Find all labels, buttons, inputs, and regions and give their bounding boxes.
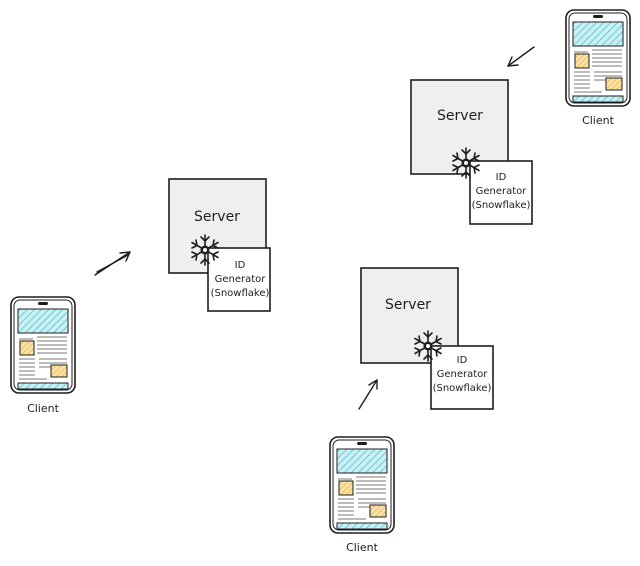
- id-generator-box: [207, 247, 271, 312]
- client-2: Client: [565, 9, 631, 127]
- phone-icon: [10, 296, 76, 394]
- id-generator-label-line1: ID: [457, 355, 468, 366]
- client-1: Client: [10, 296, 76, 415]
- id-generator-label-line3: (Snowflake): [472, 200, 531, 211]
- server-group-3: Server ID Generator (Snowflake): [360, 267, 494, 410]
- client-label: Client: [582, 114, 615, 127]
- id-generator-label-line3: (Snowflake): [433, 383, 492, 394]
- id-generator-box: [430, 345, 494, 410]
- server-label: Server: [385, 297, 431, 313]
- client-3: Client: [329, 436, 395, 554]
- server-group-1: Server ID Generator (Snowflake): [168, 178, 271, 312]
- server-box: [410, 79, 509, 175]
- id-generator-label-line2: Generator: [476, 186, 528, 197]
- id-generator-label-line2: Generator: [437, 369, 489, 380]
- id-generator-label-line1: ID: [235, 260, 246, 271]
- server-label: Server: [437, 108, 483, 124]
- id-generator-label-line3: (Snowflake): [211, 288, 270, 299]
- arrow-icon: [507, 46, 535, 67]
- id-generator-label-line1: ID: [496, 172, 507, 183]
- arrow-icon: [94, 251, 131, 276]
- server-group-2: Server ID Generator (Snowflake): [410, 79, 533, 225]
- client-label: Client: [27, 402, 60, 415]
- id-generator-box: [469, 160, 533, 225]
- phone-icon: [329, 436, 395, 534]
- arrow-icon: [358, 379, 378, 410]
- server-label: Server: [194, 209, 240, 225]
- phone-icon: [565, 9, 631, 107]
- id-generator-label-line2: Generator: [215, 274, 267, 285]
- client-label: Client: [346, 541, 379, 554]
